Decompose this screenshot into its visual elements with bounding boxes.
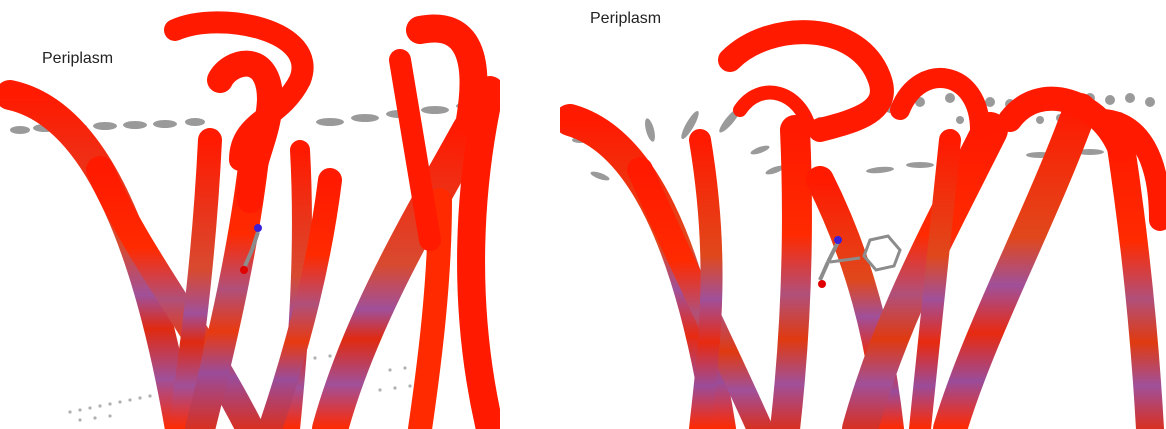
nitrogen-atom [254,224,262,232]
beta-barrel-strands [10,22,490,429]
oxygen-atom [818,280,826,288]
right-structure-panel: Periplasm [560,0,1166,429]
left-structure-panel: Periplasm [0,0,500,429]
oxygen-atom [240,266,248,274]
periplasm-label-right: Periplasm [590,10,661,28]
right-protein-render [560,0,1166,429]
nitrogen-atom [834,236,842,244]
periplasm-label-left: Periplasm [42,50,113,68]
beta-barrel-strands [570,32,1160,429]
